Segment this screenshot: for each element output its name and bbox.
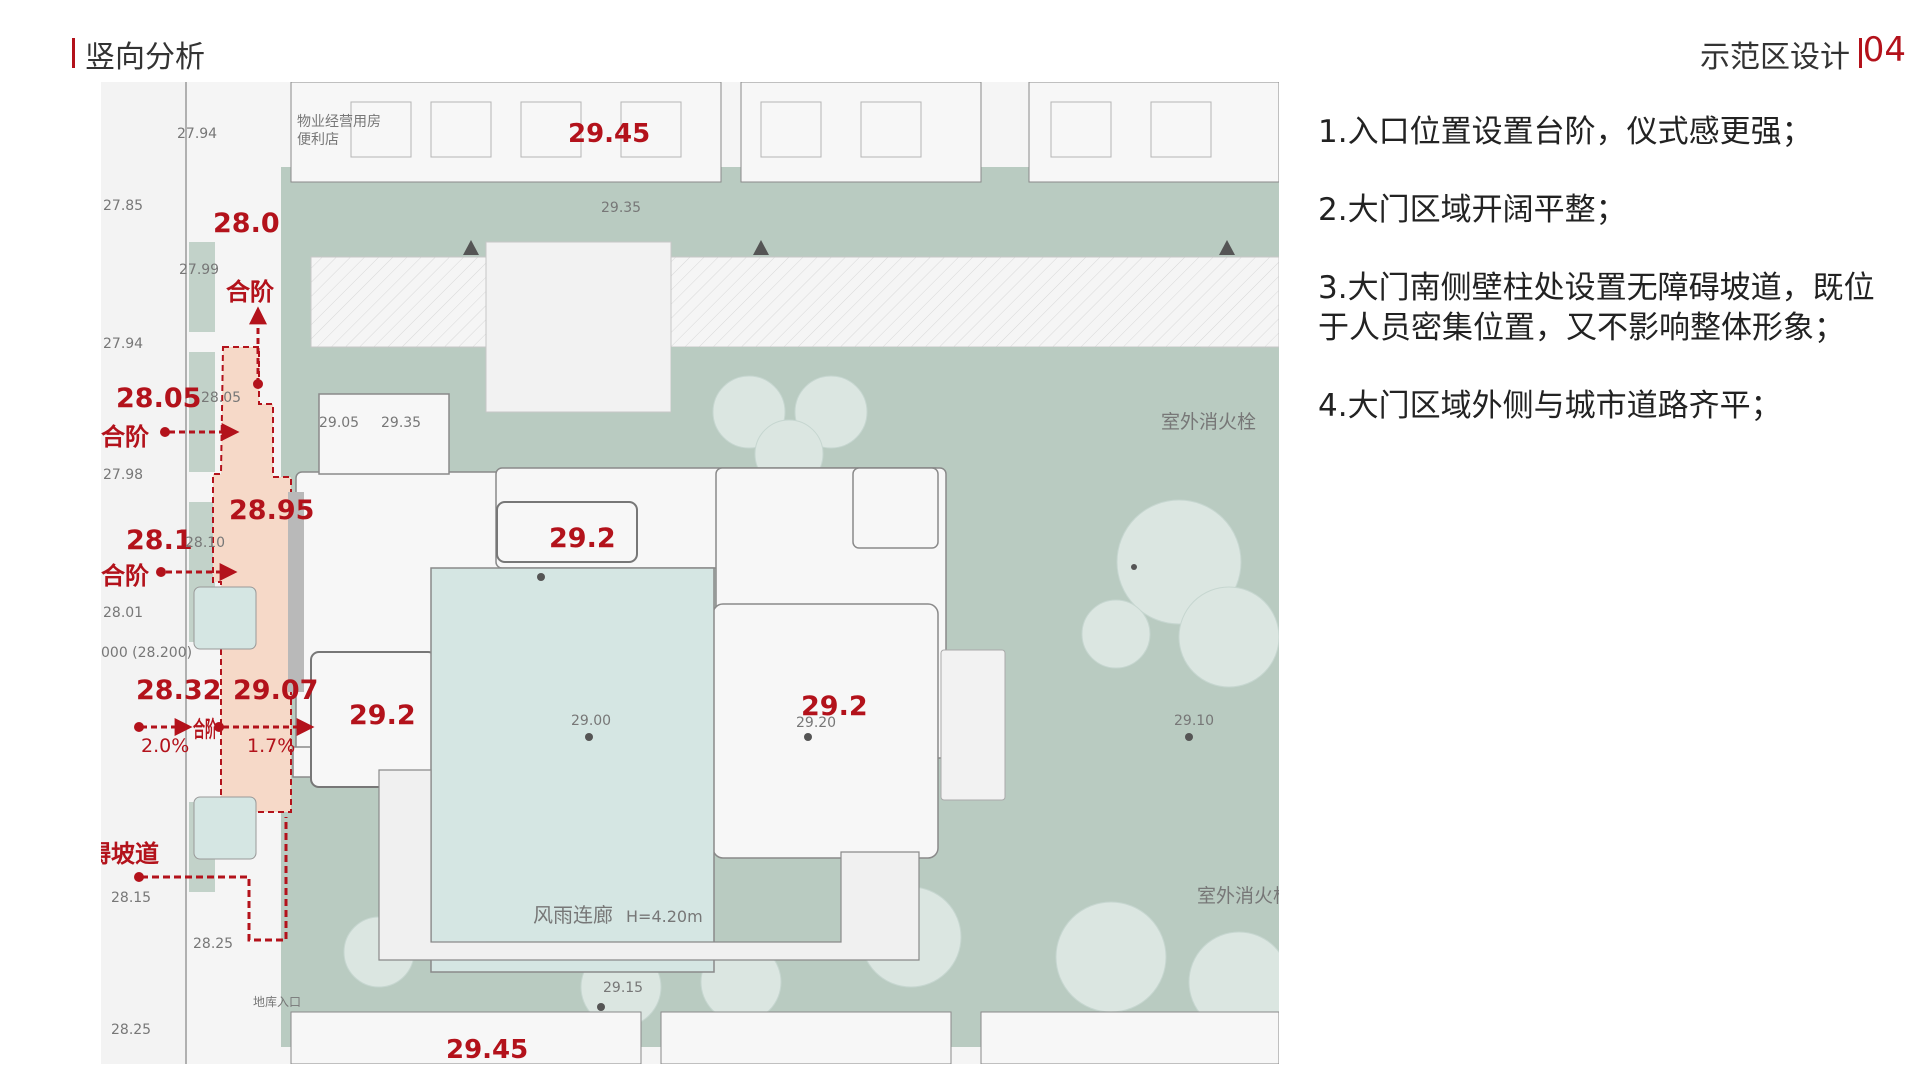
arrows: [141, 306, 315, 736]
building-north-1: [290, 82, 722, 183]
note-1: 1.入口位置设置台阶，仪式感更强；: [1318, 114, 1813, 150]
paving-band-plain: [485, 241, 672, 413]
road-elev-7: 000 (28.200): [101, 645, 192, 661]
arrow-dots: [134, 379, 263, 882]
label-corridor: 风雨连廊: [533, 903, 613, 927]
header-right-bar: [1859, 38, 1862, 68]
elev-lobby-west: 29.2: [349, 700, 416, 731]
annot-step-2: 合阶: [101, 562, 149, 590]
road-elev-10: 28.25: [111, 1022, 151, 1038]
section-title: 示范区设计: [1700, 40, 1850, 75]
page-number: 04: [1862, 30, 1906, 70]
elevation-points: [537, 564, 1193, 1011]
note-3: 3.大门南侧壁柱处设置无障碍坡道，既位于人员密集位置，又不影响整体形象；: [1318, 270, 1875, 346]
lawn-elev: 29.10: [1174, 713, 1214, 729]
road-elev-4: 27.94: [103, 336, 143, 352]
road-elev-5: 27.98: [103, 467, 143, 483]
annot-step-1: 合阶: [101, 423, 149, 451]
elev-west-2: 28.1: [126, 525, 193, 556]
entrance-marker-3: [1219, 240, 1235, 255]
elev-west-1: 28.05: [116, 383, 201, 414]
elev-plaza: 28.95: [229, 495, 314, 526]
label-corridor-h: H=4.20m: [626, 907, 703, 926]
slope-inner: 1.7%: [247, 735, 295, 757]
entry-canopy-wall: [288, 492, 304, 692]
building-south-3: [980, 1011, 1279, 1064]
side-pond-1: [193, 586, 257, 650]
paving-elev: 29.35: [601, 200, 641, 216]
annot-step-3: 合阶: [193, 717, 218, 743]
building-south-2: [660, 1011, 952, 1064]
paving-band-hatch: [310, 256, 1279, 348]
entrance-marker-1: [463, 240, 479, 255]
building-south-1: [290, 1011, 642, 1064]
sidewalk-elev-1: 28.05: [201, 390, 241, 406]
north-lobby: [496, 501, 638, 563]
header-left-bar: [72, 38, 75, 68]
building-north-3: [1028, 82, 1279, 183]
side-pond-2: [193, 796, 257, 860]
note-4: 4.大门区域外侧与城市道路齐平；: [1318, 388, 1782, 424]
elev-top-building: 29.45: [568, 119, 650, 149]
road-elev-1: 27.94: [177, 126, 217, 142]
road-elev-3: 27.99: [179, 262, 219, 278]
sidewalk-planting-1: [189, 242, 215, 332]
sidewalk-planting-2: [189, 352, 215, 472]
design-notes: 1.入口位置设置台阶，仪式感更强； 2.大门区域开阔平整； 3.大门南侧壁柱处设…: [1318, 112, 1888, 464]
elev-lobby-north: 29.2: [549, 523, 616, 554]
label-hydrant-1: 室外消火栓: [1161, 411, 1256, 433]
note-2: 2.大门区域开阔平整；: [1318, 192, 1627, 228]
reflecting-pool: [430, 567, 715, 973]
elev-lobby-east: 29.2: [801, 691, 868, 722]
page-title: 竖向分析: [85, 40, 205, 75]
covered-walkway: [378, 769, 920, 961]
label-shop: 物业经营用房: [297, 114, 381, 130]
label-hydrant-2: 室外消火栓: [1197, 885, 1279, 907]
label-garage: 地库入口: [253, 994, 301, 1009]
entry-plaza: [212, 346, 292, 813]
annot-ramp: 无障碍坡道: [101, 840, 159, 868]
elev-entry-north: 28.0: [213, 208, 280, 239]
accessible-ramp-outline: [141, 817, 288, 942]
road-elev-2: 27.85: [103, 198, 143, 214]
room-elev-2: 29.35: [381, 415, 421, 431]
lobby-elev-small: 29.20: [796, 715, 836, 731]
ramp-deck: [940, 649, 1006, 801]
road-elev-6: 28.01: [103, 605, 143, 621]
slope-outer: 2.0%: [141, 735, 189, 757]
road-elev-8: 28.15: [111, 890, 151, 906]
elev-west-3: 28.32: [136, 675, 221, 706]
elev-bottom-building: 29.45: [446, 1035, 528, 1064]
elev-entry-south: 29.07: [233, 675, 318, 706]
label-store: 便利店: [297, 132, 339, 148]
room-elev-1: 29.05: [319, 415, 359, 431]
sidewalk-elev-2: 28.10: [185, 535, 225, 551]
pool-elev: 29.00: [571, 713, 611, 729]
south-paving-elev: 29.15: [603, 980, 643, 996]
annot-step-top: 合阶: [226, 278, 274, 306]
site-plan: 29.45 29.45 28.0 28.05 28.95 28.1 28.32 …: [101, 82, 1279, 1064]
entrance-marker-2: [753, 240, 769, 255]
road-elev-9: 28.25: [193, 936, 233, 952]
